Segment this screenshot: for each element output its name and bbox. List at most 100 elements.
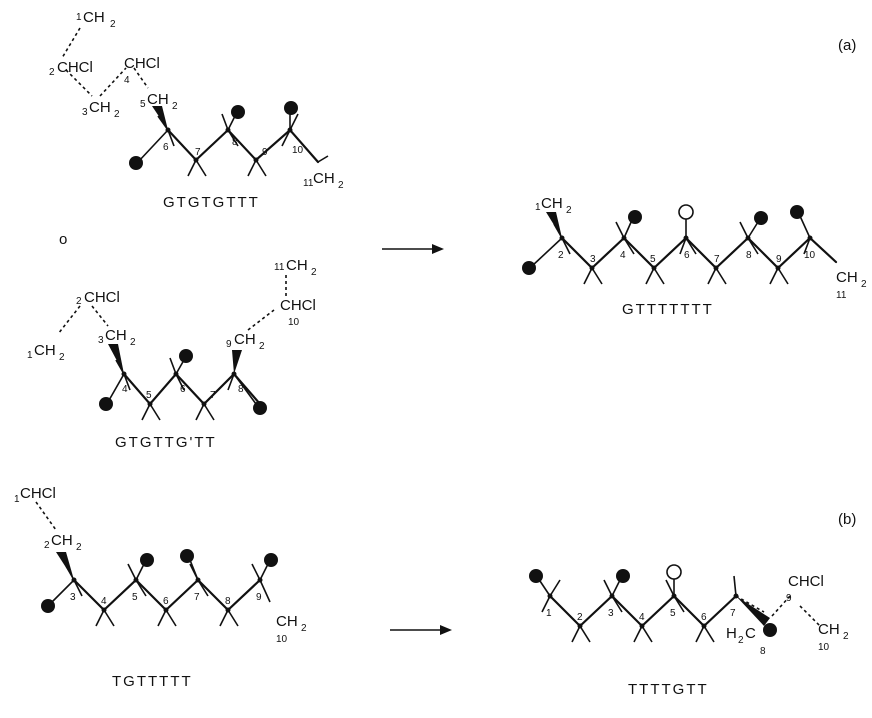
svg-text:8: 8 [232, 137, 238, 148]
group-ch2: CH [89, 99, 111, 116]
group-ch2: CH [286, 257, 308, 274]
svg-text:C: C [745, 625, 756, 642]
wedge-bond [736, 596, 770, 626]
svg-text:6: 6 [684, 250, 690, 261]
conformation-label: GTGTGTTT [163, 194, 260, 211]
svg-text:8: 8 [238, 384, 244, 395]
svg-text:7: 7 [210, 390, 216, 401]
svg-text:5: 5 [146, 390, 152, 401]
chlorine-atom [129, 156, 143, 170]
svg-text:2: 2 [338, 180, 344, 191]
wedge-bond [232, 350, 242, 374]
group-ch2: CH [234, 331, 256, 348]
group-chcl: CHCl [57, 59, 93, 76]
chlorine-atom [99, 397, 113, 411]
svg-text:8: 8 [760, 646, 766, 657]
group-h2c: H [726, 625, 737, 642]
group-ch2: CH [541, 195, 563, 212]
chlorine-atom [180, 549, 194, 563]
svg-text:2: 2 [110, 19, 116, 30]
hashed-bond [61, 27, 81, 59]
svg-text:2: 2 [76, 296, 82, 307]
svg-text:2: 2 [59, 352, 65, 363]
svg-text:7: 7 [714, 254, 720, 265]
svg-text:5: 5 [140, 99, 146, 110]
dashed-bond [65, 69, 93, 97]
conformation-label: GTGTTG'TT [115, 434, 217, 451]
svg-text:10: 10 [288, 317, 300, 328]
structure-gtgtgttt: 1 CH 2 2 CHCl CHCl 4 3 CH 2 5 CH 2 6 7 [49, 9, 344, 211]
svg-text:8: 8 [746, 250, 752, 261]
svg-text:7: 7 [730, 608, 736, 619]
svg-text:3: 3 [70, 592, 76, 603]
reaction-arrow-b [390, 625, 452, 635]
chlorine-atom [616, 569, 630, 583]
svg-text:4: 4 [639, 612, 645, 623]
svg-text:1: 1 [14, 494, 20, 505]
chlorine-atom [790, 205, 804, 219]
group-ch2: CH [51, 532, 73, 549]
chlorine-atom [628, 210, 642, 224]
svg-text:6: 6 [180, 384, 186, 395]
backbone [166, 128, 320, 164]
reaction-arrow-a [382, 244, 444, 254]
structure-gtgttg-tt: 2 CHCl 1 CH 2 3 CH 2 9 CH 2 CHCl 10 11 C… [27, 257, 317, 451]
svg-text:4: 4 [620, 250, 626, 261]
chlorine-atom [179, 349, 193, 363]
svg-text:3: 3 [608, 608, 614, 619]
svg-text:7: 7 [194, 592, 200, 603]
svg-text:1: 1 [546, 608, 552, 619]
svg-text:2: 2 [76, 542, 82, 553]
svg-text:2: 2 [44, 540, 50, 551]
group-ch2: CH [313, 170, 335, 187]
chlorine-atom [140, 553, 154, 567]
svg-text:6: 6 [701, 612, 707, 623]
part-label-a: (a) [838, 37, 856, 54]
group-chcl: CHCl [84, 289, 120, 306]
svg-text:2: 2 [558, 250, 564, 261]
svg-text:5: 5 [132, 592, 138, 603]
group-ch2: CH [83, 9, 105, 26]
dashed-bond [99, 67, 127, 97]
backbone [560, 236, 838, 270]
group-ch2: CH [34, 342, 56, 359]
svg-text:9: 9 [256, 592, 262, 603]
group-ch2: CH [836, 269, 858, 286]
svg-text:11: 11 [836, 290, 847, 301]
svg-text:2: 2 [843, 631, 849, 642]
chlorine-atom [529, 569, 543, 583]
svg-text:2: 2 [311, 267, 317, 278]
chlorine-atom [284, 101, 298, 115]
svg-text:3: 3 [82, 107, 88, 118]
svg-text:6: 6 [163, 596, 169, 607]
structure-ttttgtt: H 2 C 8 CHCl 9 CH 2 10 1 2 3 4 5 6 7 TTT… [529, 564, 849, 698]
svg-text:2: 2 [738, 635, 744, 646]
svg-text:9: 9 [786, 593, 792, 604]
chlorine-atom [264, 553, 278, 567]
svg-text:2: 2 [49, 67, 55, 78]
group-ch2: CH [105, 327, 127, 344]
svg-text:4: 4 [124, 75, 130, 86]
chlorine-atom [763, 623, 777, 637]
svg-text:5: 5 [650, 254, 656, 265]
svg-text:4: 4 [101, 596, 107, 607]
svg-text:11: 11 [274, 262, 285, 273]
group-chcl: CHCl [788, 573, 824, 590]
structure-tgttttt: 1 CHCl 2 CH 2 3 4 5 6 7 8 9 CH 2 1 [14, 485, 307, 690]
svg-text:3: 3 [98, 335, 104, 346]
svg-text:10: 10 [276, 634, 288, 645]
chlorine-atom-open [666, 564, 682, 580]
group-ch2: CH [147, 91, 169, 108]
group-chcl: CHCl [20, 485, 56, 502]
conformation-label: GTTTTTTT [622, 301, 714, 318]
chlorine-atom [522, 261, 536, 275]
svg-text:4: 4 [122, 384, 128, 395]
dashed-bond [133, 67, 149, 89]
svg-text:9: 9 [226, 339, 232, 350]
group-ch2: CH [276, 613, 298, 630]
chlorine-atom [253, 401, 267, 415]
svg-text:5: 5 [670, 608, 676, 619]
or-label: o [59, 231, 67, 248]
chlorine-atom [41, 599, 55, 613]
